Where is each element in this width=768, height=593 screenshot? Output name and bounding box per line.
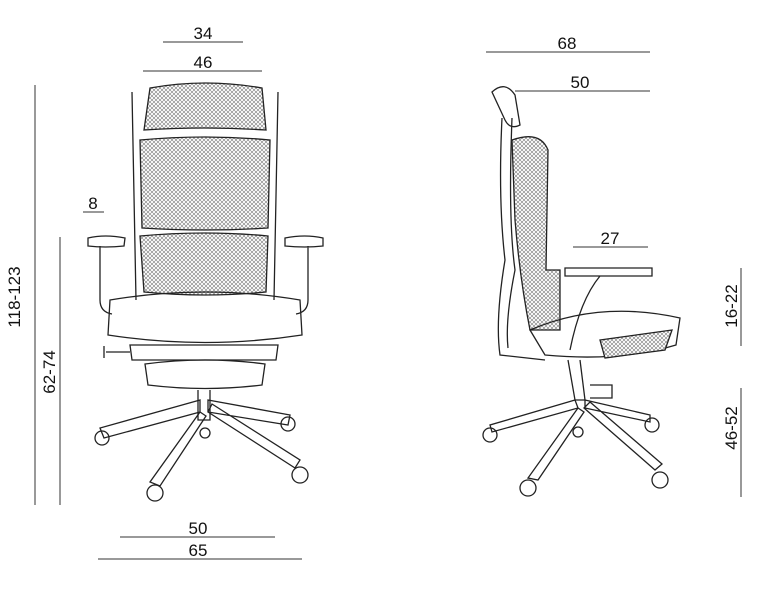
- back-frame: [497, 117, 546, 361]
- dim-backrest-width: 46: [194, 53, 213, 72]
- dim-armrest-height: 62-74: [40, 350, 59, 393]
- seat-mesh: [599, 329, 673, 359]
- seat: [529, 310, 681, 358]
- base: [99, 399, 301, 487]
- base: [489, 399, 663, 481]
- casters: [94, 416, 309, 502]
- dimension-lines: [34, 41, 742, 560]
- seat: [107, 291, 303, 344]
- dim-seat-depth: 50: [571, 73, 590, 92]
- headrest-frame: [491, 86, 521, 128]
- armrest: [564, 267, 653, 351]
- dim-headrest-width: 34: [194, 24, 213, 43]
- backrest-upper: [139, 136, 271, 231]
- dim-armrest-width: 8: [88, 194, 97, 213]
- dim-seat-width: 50: [189, 519, 208, 538]
- armrest-left: [87, 235, 126, 315]
- backrest-lumbar: [139, 232, 269, 296]
- front-view-chair: [87, 82, 324, 502]
- dim-seat-height: 46-52: [722, 406, 741, 449]
- dim-armrest-length: 27: [601, 229, 620, 248]
- dim-base-width: 65: [189, 541, 208, 560]
- backrest: [511, 136, 561, 331]
- mechanism: [144, 359, 266, 390]
- casters: [482, 417, 669, 497]
- dim-total-height: 118-123: [5, 266, 24, 327]
- side-view-chair: [482, 86, 681, 497]
- dim-total-depth: 68: [558, 34, 577, 53]
- dim-armrest-above-seat: 16-22: [722, 284, 741, 327]
- headrest: [143, 82, 267, 131]
- armrest-right: [284, 235, 324, 315]
